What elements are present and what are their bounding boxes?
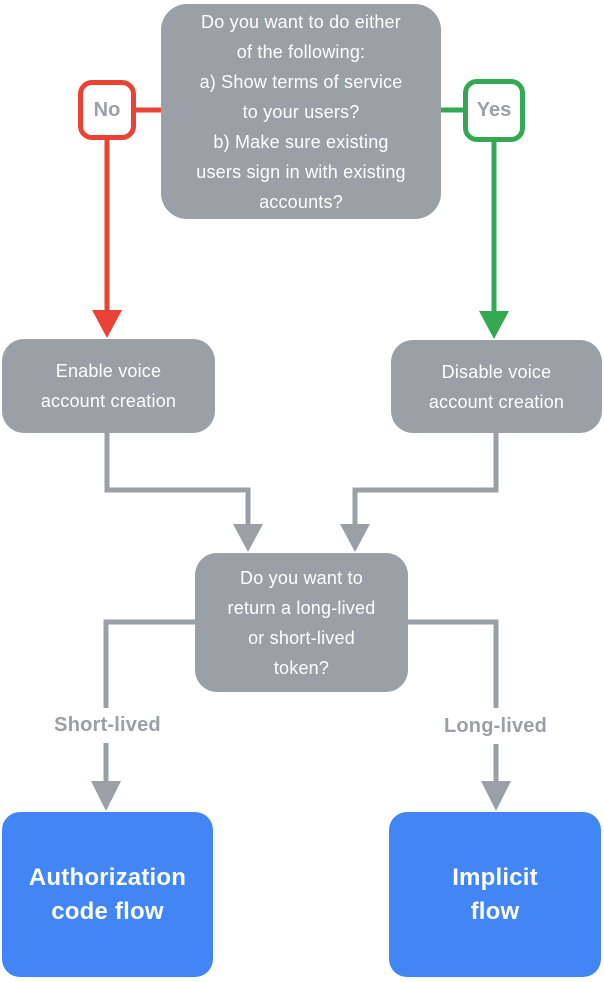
long-lived-edge-label: Long-lived — [411, 708, 580, 744]
yes-decision-badge: Yes — [463, 79, 525, 142]
disable-to-question-arrowhead-icon — [340, 524, 370, 552]
question-node-terms-of-service: Do you want to do either of the followin… — [161, 4, 441, 219]
long-lived-arrowhead-icon — [481, 781, 511, 811]
enable-to-question-arrowhead-icon — [233, 524, 263, 552]
no-decision-badge: No — [78, 80, 136, 140]
enable-voice-account-creation-node: Enable voice account creation — [2, 339, 215, 433]
short-lived-connector — [103, 619, 197, 784]
authorization-code-flow-node: Authorization code flow — [2, 812, 213, 977]
disable-to-question-connector — [352, 430, 499, 527]
long-lived-connector — [406, 619, 499, 784]
disable-voice-account-creation-node: Disable voice account creation — [391, 340, 602, 433]
short-lived-edge-label: Short-lived — [23, 708, 192, 743]
no-branch-arrowhead-icon — [92, 310, 122, 338]
short-lived-arrowhead-icon — [91, 781, 121, 811]
question-node-token-lifetime: Do you want to return a long-lived or sh… — [195, 553, 408, 692]
enable-to-question-connector — [104, 430, 251, 527]
implicit-flow-node: Implicit flow — [389, 812, 601, 977]
yes-branch-arrowhead-icon — [479, 311, 509, 339]
